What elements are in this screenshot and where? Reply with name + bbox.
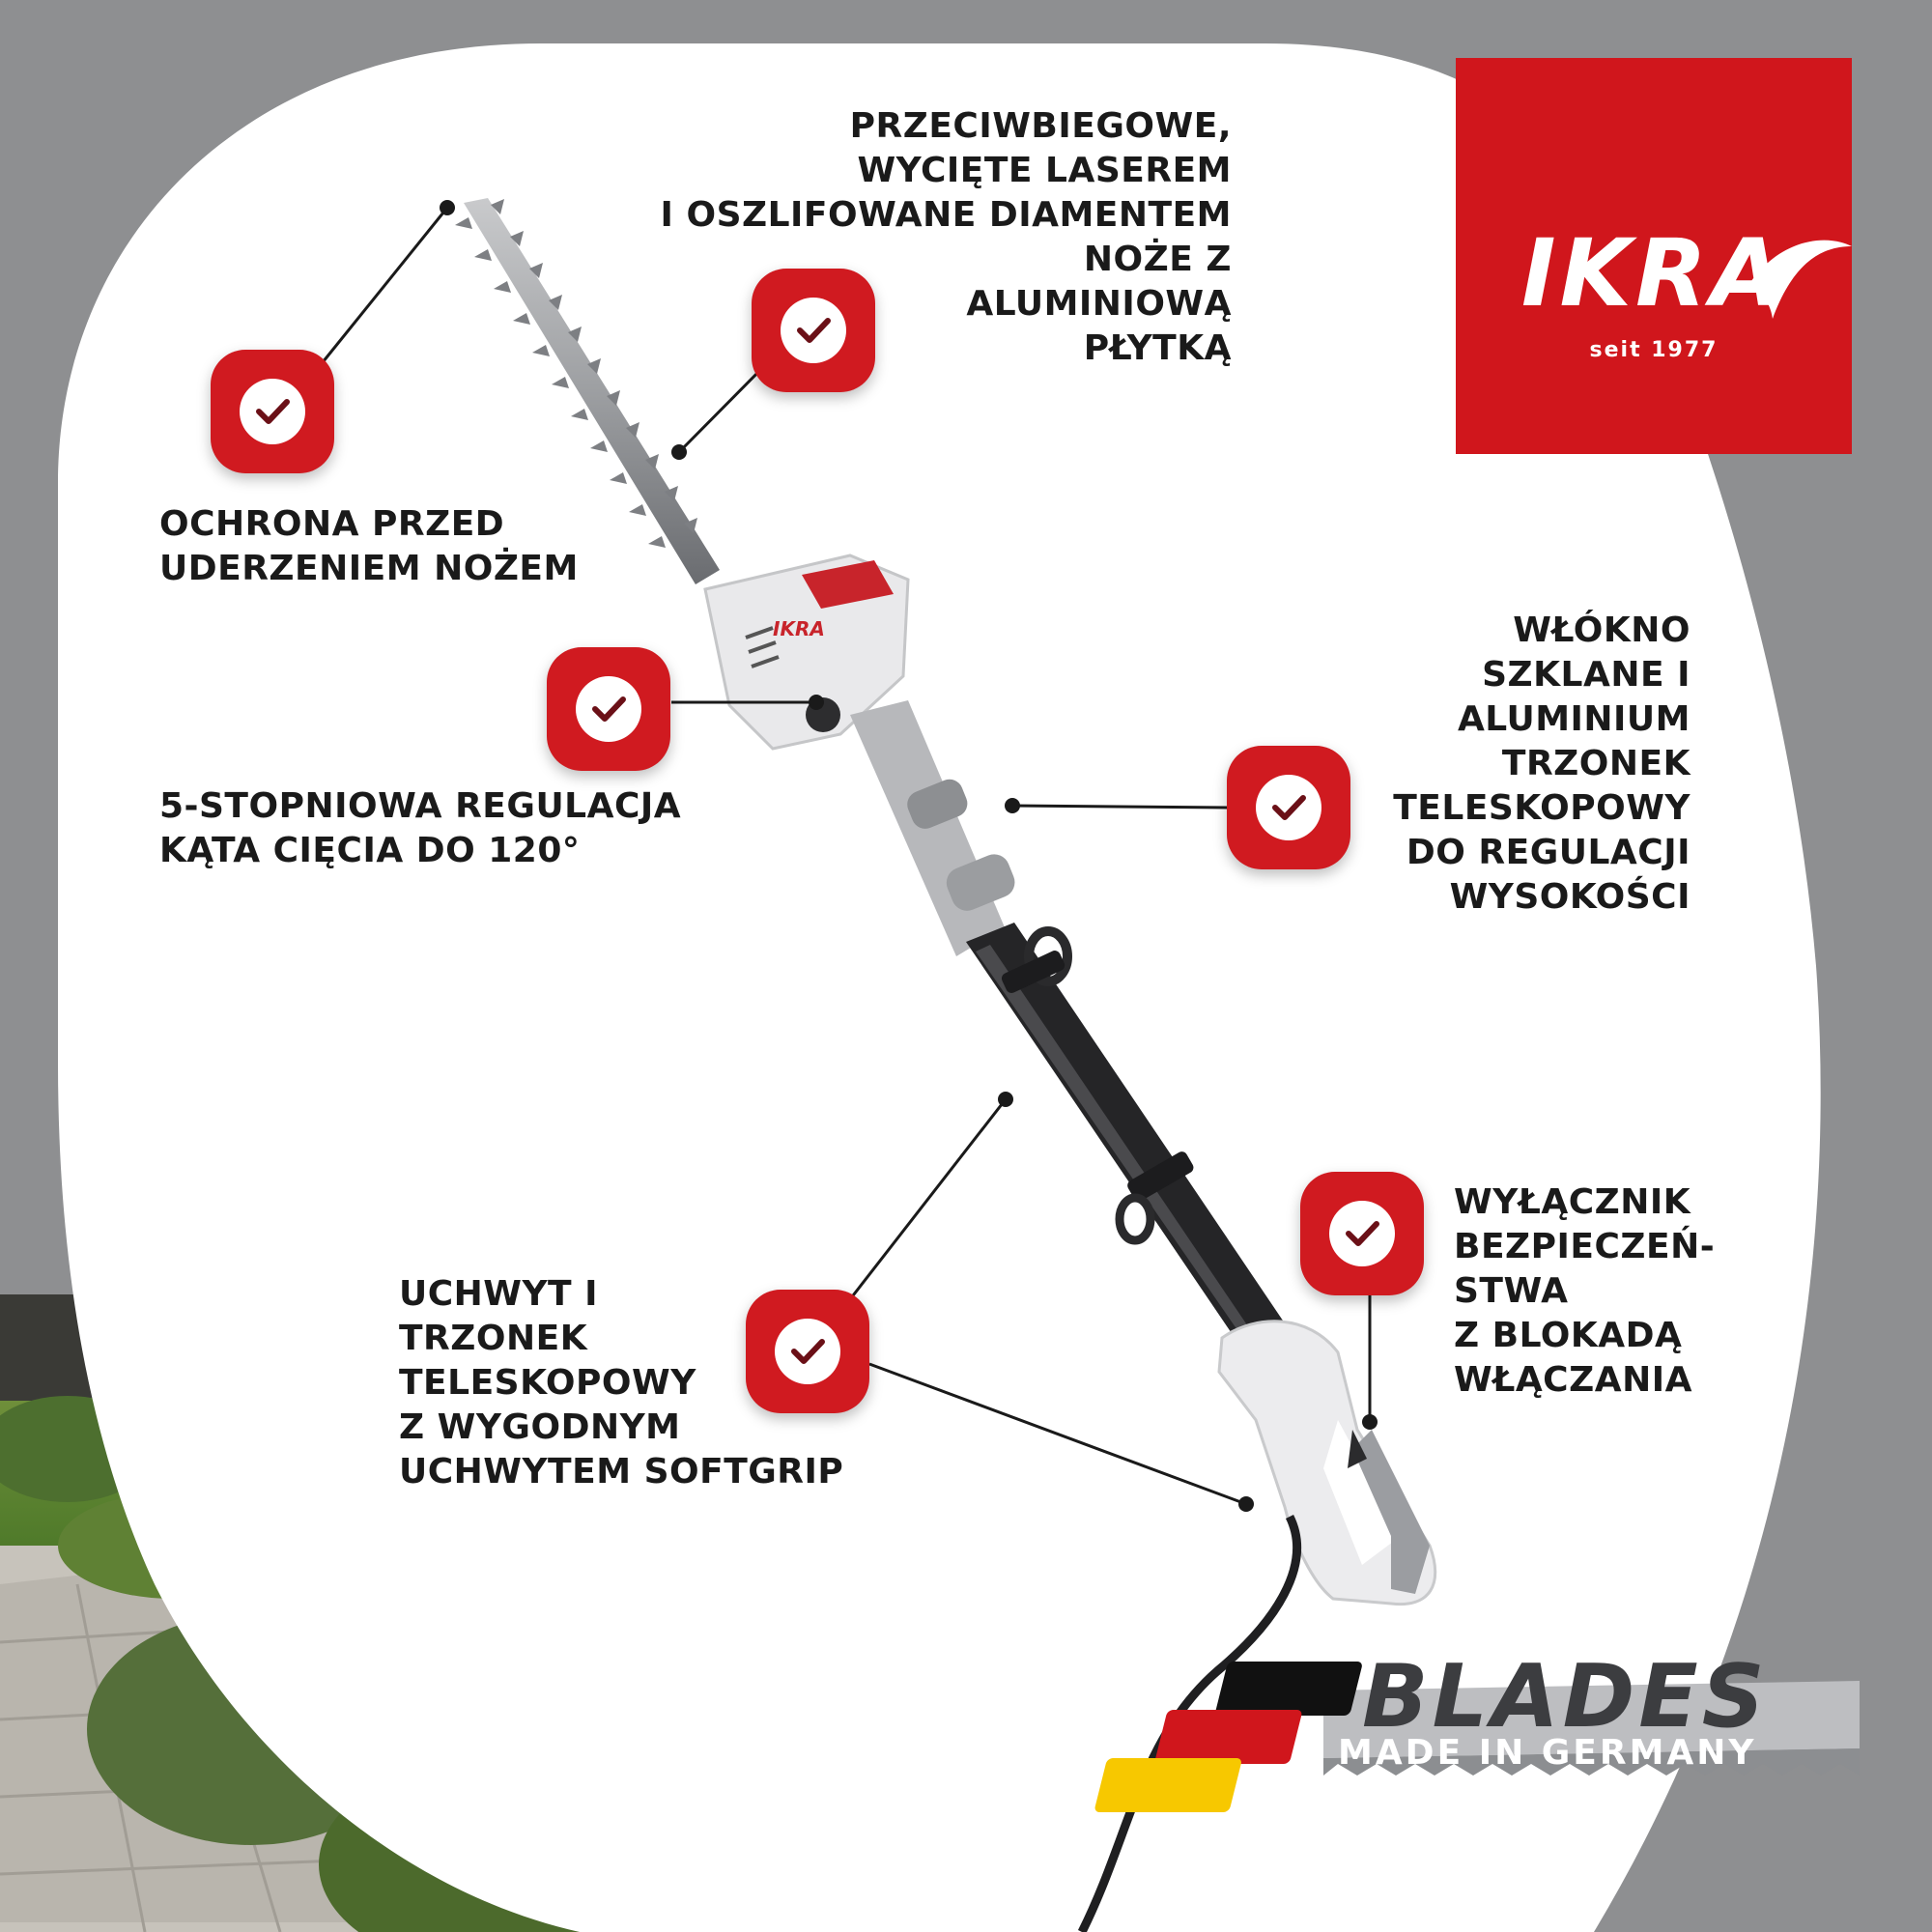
hedge-blade [455,198,720,584]
softgrip-handle [1217,1320,1437,1606]
motor-head: IKRA [703,554,910,751]
feature-grip: UCHWYT I TRZONEK TELESKOPOWY Z WYGODNYM … [399,1274,844,1492]
logo-since: seit 1977 [1589,338,1719,362]
feature-shaft: WŁÓKNO SZKLANE I ALUMINIUM TRZONEK TELES… [1393,611,1690,917]
feature-switch: WYŁĄCZNIK BEZPIECZEŃ- STWA Z BLOKADĄ WŁĄ… [1454,1182,1716,1400]
check-badge-angle [547,647,670,771]
svg-text:IKRA: IKRA [773,617,825,640]
feature-blades: PRZECIWBIEGOWE, WYCIĘTE LASEREM I OSZLIF… [660,106,1232,368]
check-badge-switch [1300,1172,1424,1295]
germany-flag-icon [1094,1662,1362,1812]
logo-swoosh-icon [1746,240,1852,319]
check-icon [592,696,626,722]
check-badge-protection [211,350,334,473]
blades-emblem [1323,1681,1860,1776]
blades-title: BLADES [1362,1646,1769,1747]
blades-subtitle: MADE IN GERMANY [1338,1733,1757,1773]
check-icon [1272,795,1306,820]
leader-lines [317,207,1372,1506]
feature-protection: OCHRONA PRZED UDERZENIEM NOŻEM [159,504,579,588]
logo-wordmark: IKRA [1520,219,1787,327]
ikra-logo: IKRA seit 1977 [1456,58,1852,454]
check-icon [1346,1221,1379,1246]
check-badge-blades [752,269,875,392]
check-icon [797,318,831,343]
check-badge-grip [746,1290,869,1413]
feature-angle: 5-STOPNIOWA REGULACJA KĄTA CIĘCIA DO 120… [159,786,682,870]
check-icon [791,1339,825,1364]
check-icon [256,399,290,424]
check-badge-shaft [1227,746,1350,869]
